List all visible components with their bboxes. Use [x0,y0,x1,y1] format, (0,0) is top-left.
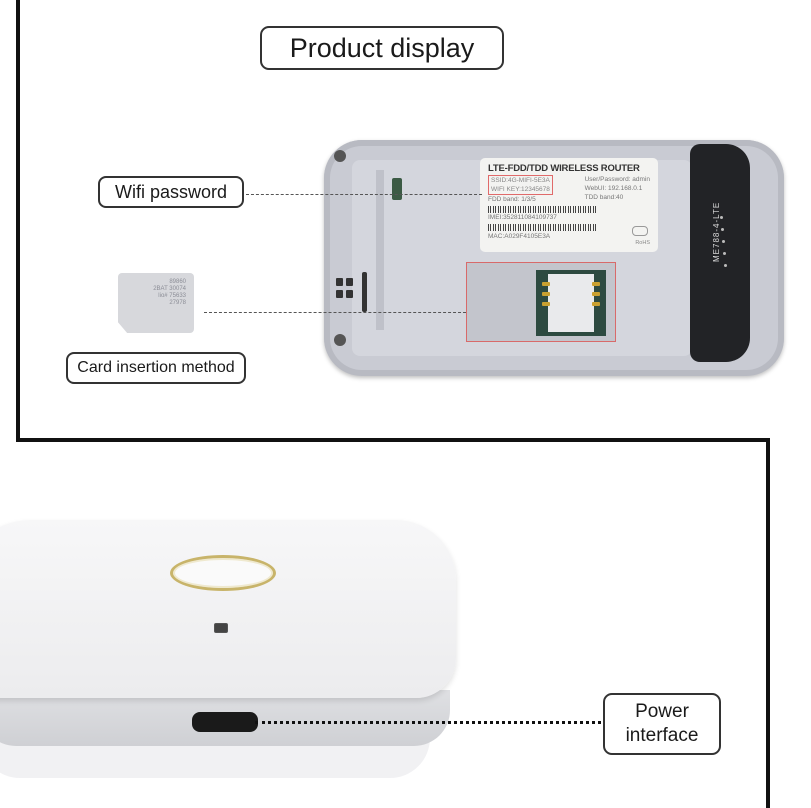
sim-pin [542,302,550,306]
power-interface-leader-line [255,721,601,724]
screw-icon [334,334,346,346]
ssid-text: SSID:4G-MIFI-5E3A [491,177,550,184]
power-callout-line2: interface [625,725,699,746]
wifi-password-leader-line [246,194,482,195]
sim-pin [592,302,600,306]
barcode [488,224,598,231]
tdd-band-text: TDD band:40 [584,194,624,201]
sim-pin [592,292,600,296]
ce-mark-icon [632,226,648,236]
page-title: Product display [260,26,504,70]
frame-divider-left [16,0,20,442]
screw-icon [334,150,346,162]
imei-text: IMEI:352811084109737 [488,214,557,221]
vent-slot [336,290,343,298]
router-front-image [0,520,456,698]
antenna-contact [720,216,723,219]
vent-slot [336,278,343,286]
vent-slot-long [362,272,367,312]
sim-card-image: 89860 2BAT 30074 lio# 75633 27978 [118,273,194,333]
vent-slot [346,290,353,298]
sim-card-line: 27978 [169,300,186,306]
sim-contact-plate [548,274,594,332]
mac-text: MAC:A029F4105E3A [488,233,551,240]
label-title: LTE-FDD/TDD WIRELESS ROUTER [488,163,640,174]
usb-port-icon [192,712,258,732]
user-password-text: User/Password: admin [584,176,650,183]
frame-divider-right [766,438,770,808]
power-interface-callout: Power interface [603,693,721,755]
card-insertion-callout: Card insertion method [66,352,246,384]
antenna-model-text: ME788-4-LTE [712,201,721,262]
sim-card-line: 89860 [169,279,186,285]
rohs-text: RoHS [635,240,650,246]
sim-pin [592,282,600,286]
status-led-icon [214,623,228,633]
fdd-band-text: FDD band: 1/3/5 [488,196,536,203]
power-button-icon [170,555,276,591]
power-callout-line1: Power [635,701,689,722]
barcode [488,206,598,213]
vent-slot [346,278,353,286]
antenna-contact [723,252,726,255]
antenna-contact [722,240,725,243]
device-label-sticker: LTE-FDD/TDD WIRELESS ROUTER SSID:4G-MIFI… [480,158,658,252]
wifi-password-callout: Wifi password [98,176,244,208]
webui-text: WebUI: 192.168.0.1 [584,185,643,192]
antenna-contact [724,264,727,267]
antenna-contact [721,228,724,231]
antenna-board [690,144,750,362]
battery-connector [392,178,402,200]
frame-divider-horizontal [16,438,770,442]
sim-card-line: lio# 75633 [158,293,186,299]
compartment-wall [376,170,384,330]
sim-pin [542,282,550,286]
wifi-key-text: WIFI KEY:12345678 [491,186,550,193]
sim-card-line: 2BAT 30074 [153,286,186,292]
sim-pin [542,292,550,296]
card-insertion-leader-line [204,312,466,313]
wifi-credentials-highlight: SSID:4G-MIFI-5E3A WIFI KEY:12345678 [488,175,553,195]
